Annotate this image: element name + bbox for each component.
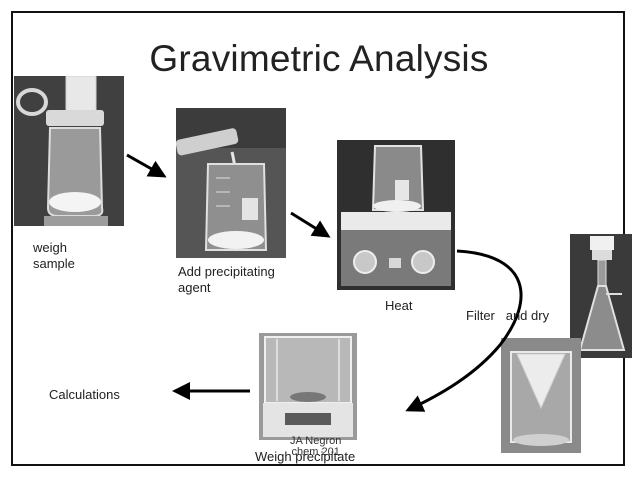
drying-beaker-photo <box>501 338 581 453</box>
label-weigh-sample: weigh sample <box>33 240 75 272</box>
weighing-bottle-photo <box>14 76 124 226</box>
hot-plate-photo <box>337 140 455 290</box>
credit-text: JA Negron chem 201 <box>290 436 341 458</box>
arrow-sample-to-agent <box>126 153 167 178</box>
label-add-agent-line1: Add precipitating <box>178 264 275 279</box>
precipitation-beaker-photo <box>176 108 286 258</box>
label-add-agent: Add precipitating agent <box>178 264 275 296</box>
credit-line2: chem 201 <box>291 446 340 458</box>
credit-line1: JA Negron <box>290 435 342 447</box>
label-add-agent-line2: agent <box>178 280 211 295</box>
analytical-balance-photo <box>259 333 357 440</box>
label-calculations: Calculations <box>49 387 120 402</box>
label-filter-dry: Filter and dry <box>466 308 550 323</box>
slide-title: Gravimetric Analysis <box>149 38 489 79</box>
label-weigh-sample-line1: weigh <box>33 240 67 255</box>
arrow-agent-to-heat <box>290 211 331 238</box>
label-weigh-sample-line2: sample <box>33 256 75 271</box>
arrow-heat-to-weigh <box>405 249 523 412</box>
label-weigh-precipitate: Weigh precipitate <box>255 449 356 464</box>
filter-flask-photo <box>570 234 632 358</box>
label-heat: Heat <box>385 298 413 313</box>
